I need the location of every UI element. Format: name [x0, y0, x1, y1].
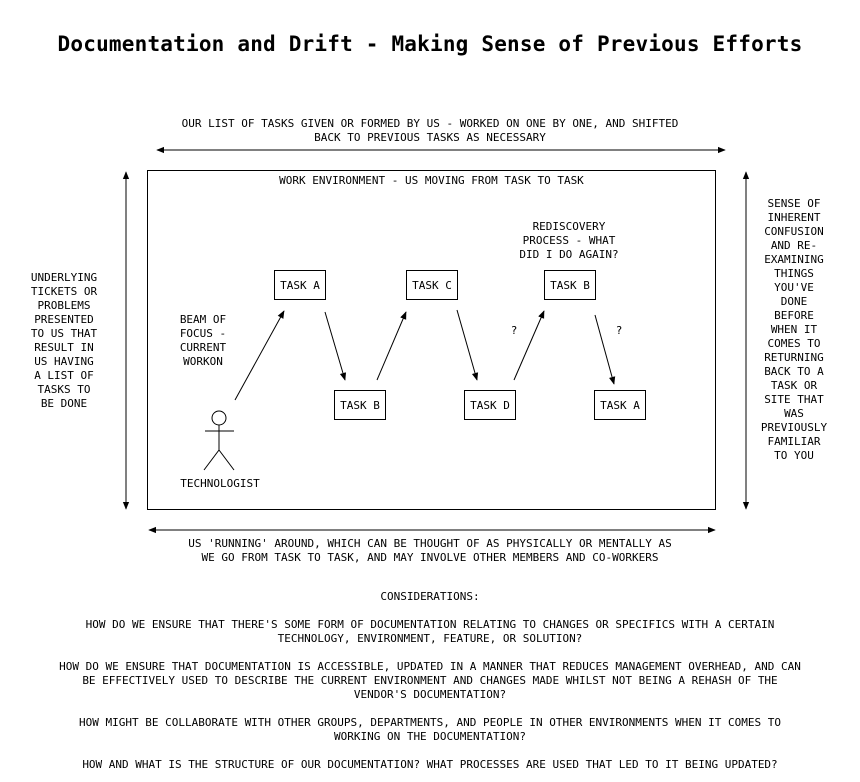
bottom-label-line: WE GO FROM TASK TO TASK, AND MAY INVOLVE… [201, 551, 659, 564]
right-label-line: SENSE OF [767, 197, 821, 210]
diagram-title: Documentation and Drift - Making Sense o… [57, 32, 803, 56]
left-label-line: US HAVING [34, 355, 94, 368]
right-label-line: INHERENT [767, 211, 821, 224]
left-label-line: RESULT IN [34, 341, 94, 354]
considerations-heading: CONSIDERATIONS: [380, 590, 480, 603]
task-box: TASK D [464, 390, 516, 420]
consideration-item: HOW DO WE ENSURE THAT DOCUMENTATION IS A… [10, 660, 850, 702]
consideration-line: HOW DO WE ENSURE THAT THERE'S SOME FORM … [85, 618, 775, 631]
running-around-label: US 'RUNNING' AROUND, WHICH CAN BE THOUGH… [130, 537, 730, 565]
task-list-label: OUR LIST OF TASKS GIVEN OR FORMED BY US … [130, 117, 730, 145]
flow-arrow [376, 311, 407, 381]
task-list-label-line: BACK TO PREVIOUS TASKS AS NECESSARY [314, 131, 546, 144]
beam-label-line: CURRENT [179, 341, 227, 354]
consideration-line: HOW DO WE ENSURE THAT DOCUMENTATION IS A… [59, 660, 801, 673]
consideration-item: HOW DO WE ENSURE THAT THERE'S SOME FORM … [10, 618, 850, 646]
right-label-line: CONFUSION [764, 225, 824, 238]
left-label-line: TASKS TO [37, 383, 91, 396]
right-label-line: PREVIOUSLY [760, 421, 828, 434]
consideration-line: HOW AND WHAT IS THE STRUCTURE OF OUR DOC… [82, 758, 778, 771]
left-label-line: BE DONE [40, 397, 88, 410]
task-box: TASK B [544, 270, 596, 300]
task-box: TASK A [274, 270, 326, 300]
flow-arrow [513, 310, 545, 381]
beam-label-line: WORKON [183, 355, 223, 368]
right-label-line: WHEN IT [770, 323, 818, 336]
left-label-line: PROBLEMS [37, 299, 91, 312]
flow-arrow [594, 314, 616, 385]
left-label-line: PRESENTED [34, 313, 94, 326]
right-label-line: BACK TO A [764, 365, 824, 378]
beam-arrow [234, 310, 285, 401]
left-label-line: A LIST OF [34, 369, 94, 382]
consideration-item: HOW MIGHT BE COLLABORATE WITH OTHER GROU… [10, 716, 850, 744]
rediscovery-label-line: PROCESS - WHAT [522, 234, 616, 247]
rediscovery-label: REDISCOVERY PROCESS - WHAT DID I DO AGAI… [494, 220, 644, 262]
question-mark: ? [510, 324, 518, 337]
right-label-line: YOU'VE [774, 281, 814, 294]
consideration-line: TECHNOLOGY, ENVIRONMENT, FEATURE, OR SOL… [277, 632, 583, 645]
bottom-label-line: US 'RUNNING' AROUND, WHICH CAN BE THOUGH… [188, 537, 672, 550]
flow-arrow [324, 311, 347, 381]
consideration-item: HOW AND WHAT IS THE STRUCTURE OF OUR DOC… [10, 758, 850, 772]
right-label-line: THINGS [774, 267, 814, 280]
left-label-line: UNDERLYING [30, 271, 98, 284]
right-label-line: EXAMINING [764, 253, 824, 266]
consideration-line: BE EFFECTIVELY USED TO DESCRIBE THE CURR… [82, 674, 778, 687]
rediscovery-label-line: REDISCOVERY [532, 220, 606, 233]
work-environment-label: WORK ENVIRONMENT - US MOVING FROM TASK T… [279, 174, 584, 187]
technologist-figure [203, 410, 235, 471]
right-label-line: TASK OR [770, 379, 818, 392]
confusion-label: SENSE OF INHERENT CONFUSION AND RE- EXAM… [754, 197, 834, 463]
task-box: TASK A [594, 390, 646, 420]
consideration-line: HOW MIGHT BE COLLABORATE WITH OTHER GROU… [79, 716, 781, 729]
consideration-line: VENDOR'S DOCUMENTATION? [353, 688, 507, 701]
work-environment-frame [147, 170, 716, 510]
beam-label-line: FOCUS - [179, 327, 227, 340]
beam-of-focus-label: BEAM OF FOCUS - CURRENT WORKON [168, 313, 238, 369]
underlying-tickets-label: UNDERLYING TICKETS OR PROBLEMS PRESENTED… [24, 271, 104, 411]
task-box: TASK B [334, 390, 386, 420]
technologist-label: TECHNOLOGIST [180, 477, 260, 490]
beam-label-line: BEAM OF [179, 313, 227, 326]
right-label-line: RETURNING [764, 351, 824, 364]
task-list-label-line: OUR LIST OF TASKS GIVEN OR FORMED BY US … [181, 117, 679, 130]
right-label-line: COMES TO [767, 337, 821, 350]
question-mark: ? [615, 324, 623, 337]
right-label-line: AND RE- [770, 239, 818, 252]
left-label-line: TO US THAT [30, 327, 98, 340]
rediscovery-label-line: DID I DO AGAIN? [519, 248, 619, 261]
right-label-line: TO YOU [774, 449, 814, 462]
right-label-line: BEFORE [774, 309, 814, 322]
task-box: TASK C [406, 270, 458, 300]
left-label-line: TICKETS OR [30, 285, 98, 298]
consideration-line: WORKING ON THE DOCUMENTATION? [333, 730, 527, 743]
flow-arrow [456, 309, 479, 381]
right-label-line: WAS [784, 407, 804, 420]
right-label-line: SITE THAT [764, 393, 824, 406]
right-label-line: FAMILIAR [767, 435, 821, 448]
right-label-line: DONE [780, 295, 808, 308]
